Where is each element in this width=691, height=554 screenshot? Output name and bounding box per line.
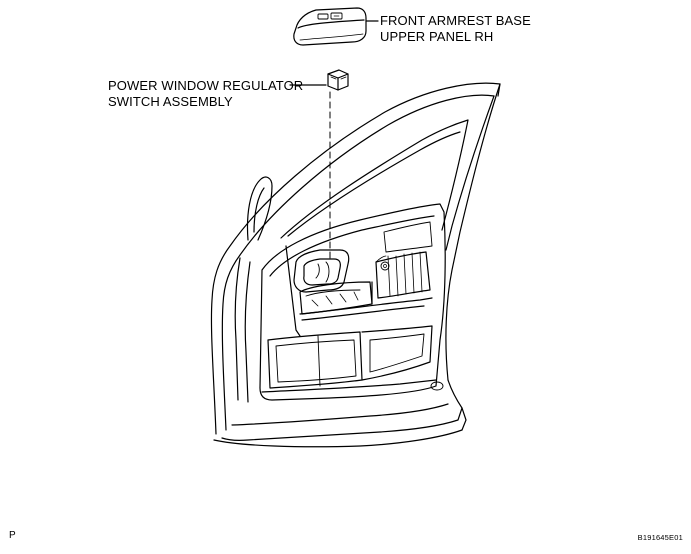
window-switch-label: POWER WINDOW REGULATOR SWITCH ASSEMBLY — [108, 78, 303, 110]
switch-label-line1: POWER WINDOW REGULATOR — [108, 78, 304, 93]
armrest-panel-label: FRONT ARMREST BASE UPPER PANEL RH — [380, 13, 531, 45]
armrest-label-line1: FRONT ARMREST BASE — [380, 13, 531, 28]
door-lower-edge — [213, 407, 467, 448]
armrest-upper-panel — [293, 7, 367, 46]
door-frame — [210, 82, 501, 441]
door-trim-panel — [259, 203, 446, 401]
door-mirror-mount — [234, 176, 273, 403]
switch-label-line2: SWITCH ASSEMBLY — [108, 94, 233, 109]
figure-id: B191645E01 — [637, 533, 683, 542]
corner-letter: P — [9, 530, 16, 541]
power-window-switch — [327, 69, 349, 91]
armrest-label-line2: UPPER PANEL RH — [380, 29, 494, 44]
